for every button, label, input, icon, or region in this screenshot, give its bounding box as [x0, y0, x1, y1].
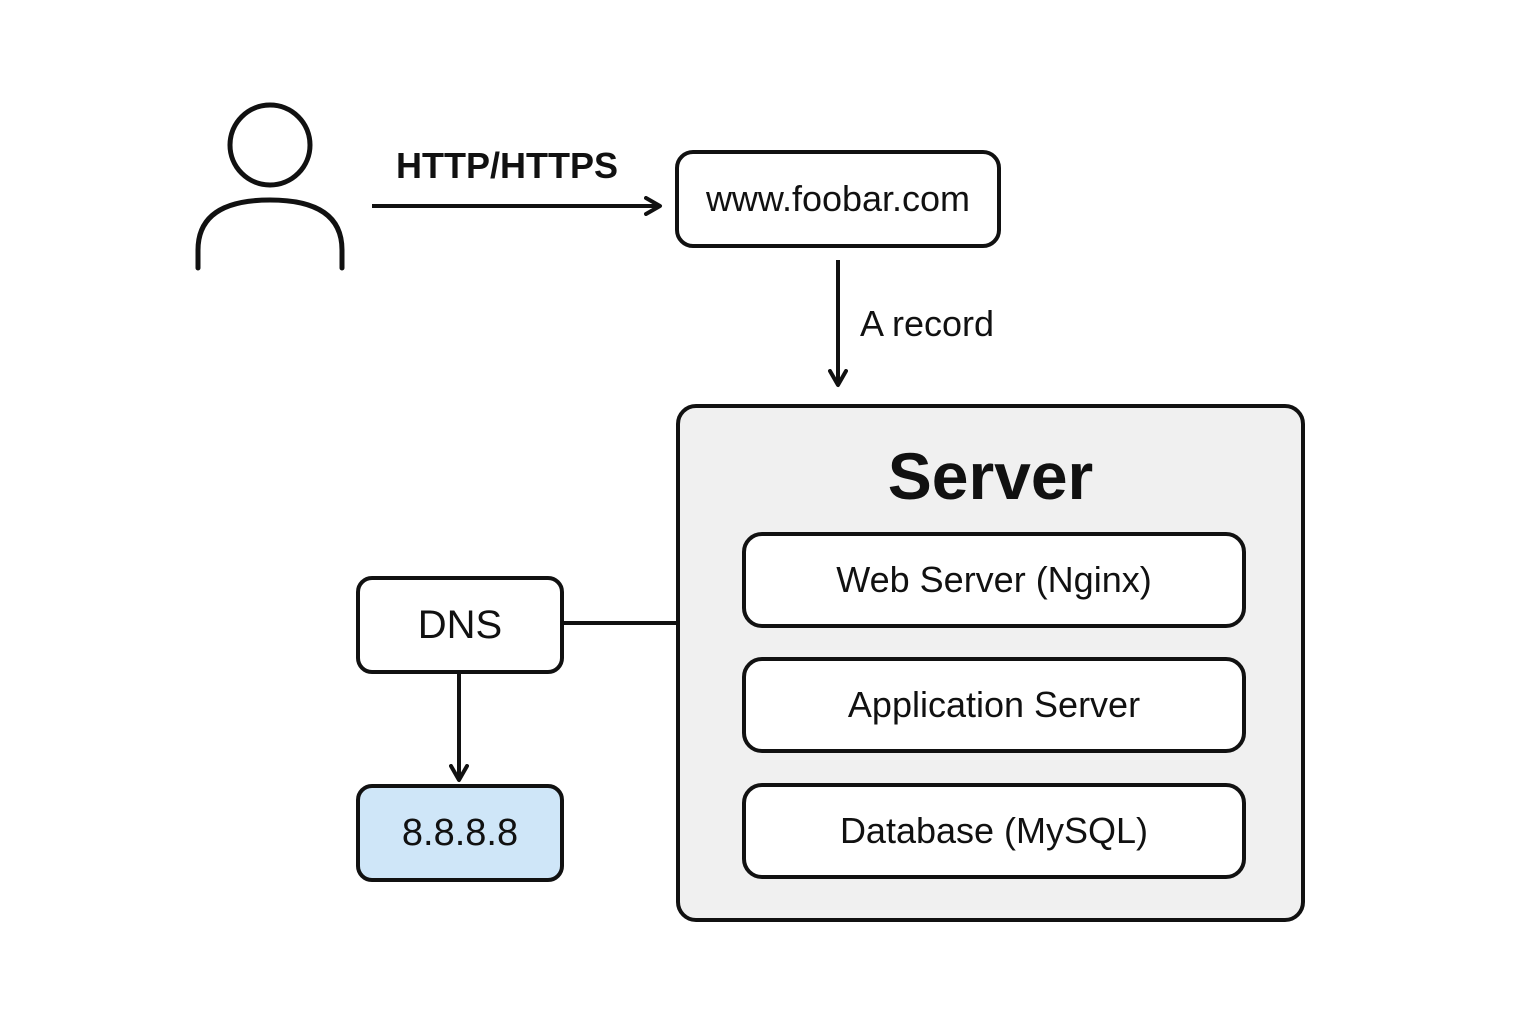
- resolver-node: 8.8.8.8: [356, 784, 564, 882]
- edge-label-http: HTTP/HTTPS: [396, 145, 618, 186]
- server-container: Server Web Server (Nginx) Application Se…: [676, 404, 1305, 922]
- dns-node: DNS: [356, 576, 564, 674]
- dns-node-label: DNS: [417, 602, 503, 647]
- resolver-node-label: 8.8.8.8: [401, 811, 519, 854]
- database-node: Database (MySQL): [742, 783, 1246, 879]
- web-server-label: Web Server (Nginx): [836, 559, 1152, 600]
- web-server-node: Web Server (Nginx): [742, 532, 1246, 628]
- user-icon: [195, 102, 345, 271]
- server-title: Server: [887, 439, 1094, 513]
- url-node: www.foobar.com: [675, 150, 1001, 248]
- database-label: Database (MySQL): [839, 810, 1149, 851]
- application-server-label: Application Server: [847, 684, 1141, 725]
- url-node-label: www.foobar.com: [705, 178, 971, 219]
- edge-label-a-record: A record: [860, 303, 995, 344]
- application-server-node: Application Server: [742, 657, 1246, 753]
